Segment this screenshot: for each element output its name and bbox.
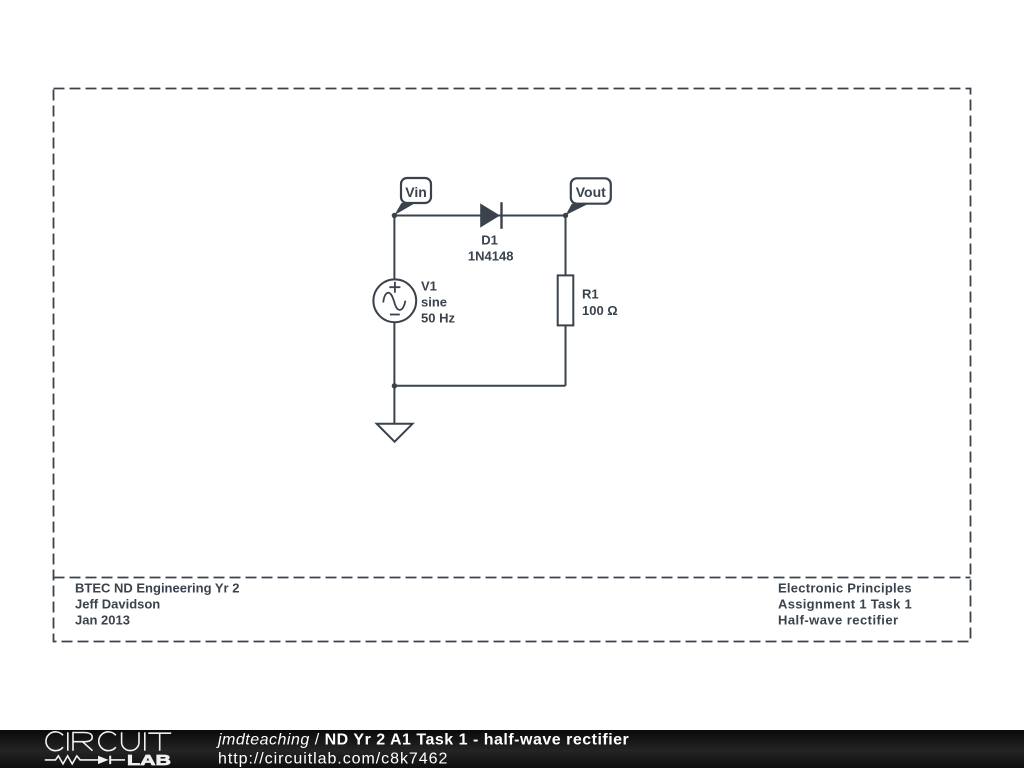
svg-text:jmdteaching / ND Yr 2 A1 Task: jmdteaching / ND Yr 2 A1 Task 1 - half-w… bbox=[216, 732, 629, 749]
svg-text:100 Ω: 100 Ω bbox=[582, 303, 618, 318]
svg-text:BTEC ND Engineering Yr 2: BTEC ND Engineering Yr 2 bbox=[75, 581, 239, 596]
svg-text:Vout: Vout bbox=[576, 184, 606, 200]
svg-text:50 Hz: 50 Hz bbox=[421, 311, 455, 326]
svg-text:Electronic Principles: Electronic Principles bbox=[778, 581, 912, 596]
svg-text:Vin: Vin bbox=[405, 184, 427, 200]
svg-text:Jan 2013: Jan 2013 bbox=[75, 613, 130, 628]
svg-text:1N4148: 1N4148 bbox=[468, 248, 514, 263]
svg-text:http://circuitlab.com/c8k7462: http://circuitlab.com/c8k7462 bbox=[218, 751, 448, 768]
svg-text:Assignment 1 Task 1: Assignment 1 Task 1 bbox=[778, 597, 912, 612]
svg-text:Jeff Davidson: Jeff Davidson bbox=[75, 597, 160, 612]
svg-text:LAB: LAB bbox=[127, 753, 171, 768]
svg-text:V1: V1 bbox=[421, 278, 437, 293]
svg-text:R1: R1 bbox=[582, 287, 599, 302]
svg-text:Half-wave rectifier: Half-wave rectifier bbox=[778, 613, 899, 628]
svg-text:sine: sine bbox=[421, 294, 447, 309]
svg-text:D1: D1 bbox=[481, 233, 498, 248]
